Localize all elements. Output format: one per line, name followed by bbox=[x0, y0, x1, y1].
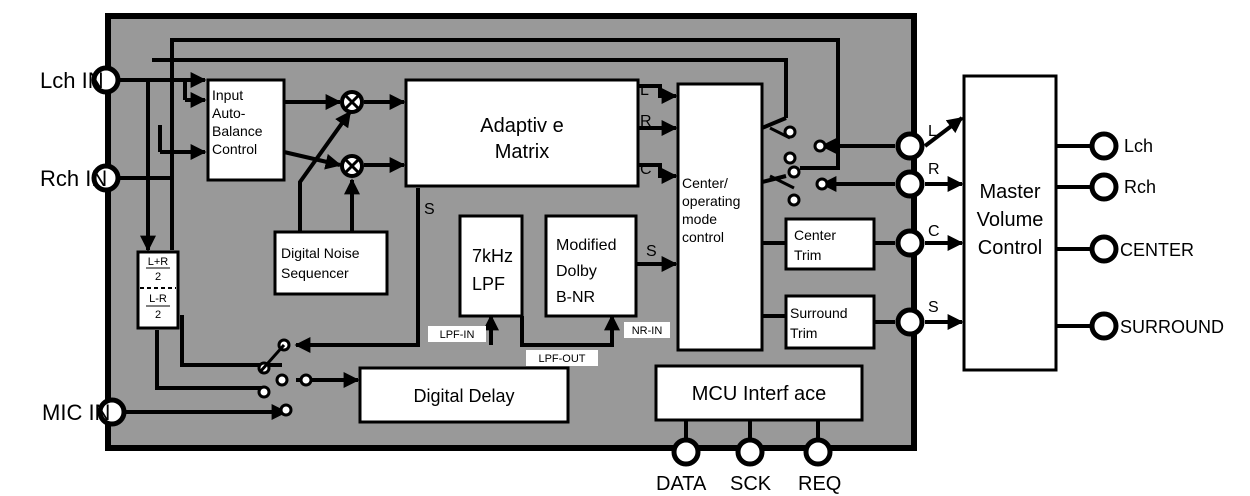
auto-balance-line3: Balance bbox=[212, 123, 263, 139]
surround-trim-line1: Surround bbox=[790, 305, 848, 321]
digital-delay-label: Digital Delay bbox=[413, 386, 514, 406]
label-out-surround: SURROUND bbox=[1120, 317, 1224, 337]
signal-dolby-s: S bbox=[646, 243, 657, 260]
digital-delay-block bbox=[358, 366, 570, 424]
label-req: REQ bbox=[798, 473, 841, 495]
center-trim-block bbox=[784, 217, 876, 271]
label-out-center: CENTER bbox=[1120, 240, 1194, 260]
lpf-line1: 7kHz bbox=[472, 246, 513, 266]
noise-sequencer-line2: Sequencer bbox=[281, 265, 349, 281]
center-mode-line3: mode bbox=[682, 211, 717, 227]
noise-sequencer-line1: Digital Noise bbox=[281, 245, 360, 261]
signal-out-c: C bbox=[928, 223, 940, 240]
pin-data bbox=[671, 437, 701, 467]
label-out-rch: Rch bbox=[1124, 177, 1156, 197]
pin-req bbox=[803, 437, 833, 467]
noise-sequencer-block bbox=[273, 230, 389, 296]
lpf-line2: LPF bbox=[472, 274, 505, 294]
label-data: DATA bbox=[656, 473, 707, 495]
center-mode-line2: operating bbox=[682, 193, 740, 209]
sum-label: L+R bbox=[148, 256, 169, 268]
center-trim-line2: Trim bbox=[794, 247, 821, 263]
pin-lch-in bbox=[91, 65, 121, 95]
pin-rch bbox=[1089, 172, 1119, 202]
label-lch-in: Lch IN bbox=[40, 68, 104, 93]
switch-contact-l2 bbox=[783, 151, 797, 165]
dolby-line2: Dolby bbox=[556, 263, 597, 280]
master-volume-line2: Volume bbox=[977, 209, 1044, 231]
lpf-in-label: LPF-IN bbox=[440, 329, 475, 341]
switch-contact-d3 bbox=[275, 373, 289, 387]
sum-diff-block bbox=[136, 250, 180, 330]
master-volume-line1: Master bbox=[979, 181, 1040, 203]
pin-out-r bbox=[895, 169, 925, 199]
lpf-out-tag bbox=[526, 350, 598, 366]
switch-contact-d5 bbox=[257, 385, 271, 399]
pin-lch bbox=[1089, 131, 1119, 161]
center-mode-block bbox=[676, 82, 764, 352]
pin-sck bbox=[735, 437, 765, 467]
diff-label: L-R bbox=[149, 293, 167, 305]
dolby-line1: Modified bbox=[556, 237, 616, 254]
switch-contact-d4 bbox=[299, 373, 313, 387]
signal-matrix-c: C bbox=[640, 161, 652, 178]
multiplier-bottom-icon bbox=[340, 154, 364, 178]
adaptive-matrix-block bbox=[404, 78, 640, 188]
auto-balance-line1: Input bbox=[212, 87, 243, 103]
mcu-interface-block bbox=[654, 364, 864, 422]
signal-wires bbox=[120, 38, 1092, 440]
nr-in-label: NR-IN bbox=[632, 325, 663, 337]
signal-matrix-s: S bbox=[424, 201, 435, 218]
signal-matrix-l: L bbox=[640, 82, 649, 99]
signal-out-s: S bbox=[928, 299, 939, 316]
center-trim-line1: Center bbox=[794, 227, 836, 243]
pin-mic-in bbox=[97, 397, 127, 427]
signal-out-l: L bbox=[928, 123, 937, 140]
master-volume-line3: Control bbox=[978, 237, 1042, 259]
lpf-block bbox=[458, 214, 524, 318]
nr-in-tag bbox=[624, 322, 670, 338]
dolby-line3: B-NR bbox=[556, 289, 595, 306]
pin-rch-in bbox=[91, 163, 121, 193]
switch-contact-r1 bbox=[787, 165, 801, 179]
center-mode-line1: Center/ bbox=[682, 175, 728, 191]
switch-contact-r3 bbox=[815, 177, 829, 191]
auto-balance-block bbox=[206, 78, 286, 182]
auto-balance-line4: Control bbox=[212, 141, 257, 157]
pin-out-s bbox=[895, 307, 925, 337]
switch-contact-d6 bbox=[279, 403, 293, 417]
auto-balance-line2: Auto- bbox=[212, 105, 246, 121]
diff-divisor: 2 bbox=[155, 309, 161, 321]
pin-surround bbox=[1089, 311, 1119, 341]
label-out-lch: Lch bbox=[1124, 136, 1153, 156]
center-mode-line4: control bbox=[682, 229, 724, 245]
pin-out-c bbox=[895, 228, 925, 258]
pin-out-l bbox=[895, 131, 925, 161]
surround-trim-line2: Trim bbox=[790, 325, 817, 341]
label-sck: SCK bbox=[730, 473, 772, 495]
multiplier-top-icon bbox=[340, 90, 364, 114]
dolby-block bbox=[544, 214, 638, 318]
lpf-out-label: LPF-OUT bbox=[538, 353, 585, 365]
master-volume-block bbox=[962, 74, 1058, 372]
mcu-interface-label: MCU Interf ace bbox=[692, 383, 826, 405]
label-mic-in: MIC IN bbox=[42, 400, 110, 425]
switch-contact-r2 bbox=[787, 193, 801, 207]
pin-center bbox=[1089, 234, 1119, 264]
surround-trim-block bbox=[784, 294, 876, 350]
switch-contact-l3 bbox=[813, 139, 827, 153]
signal-matrix-r: R bbox=[640, 113, 652, 130]
adaptive-matrix-line1: Adaptiv e bbox=[480, 115, 563, 137]
sum-divisor: 2 bbox=[155, 271, 161, 283]
adaptive-matrix-line2: Matrix bbox=[495, 141, 549, 163]
lpf-in-tag bbox=[428, 326, 486, 342]
label-rch-in: Rch IN bbox=[40, 166, 107, 191]
signal-out-r: R bbox=[928, 161, 940, 178]
